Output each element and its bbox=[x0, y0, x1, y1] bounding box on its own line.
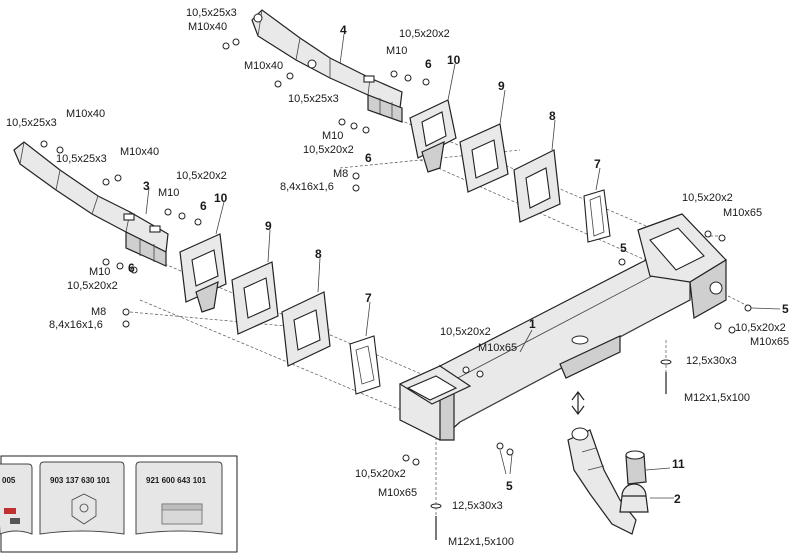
label-washer: 10,5x20x2 bbox=[176, 170, 227, 182]
label-bolt: M10x65 bbox=[478, 342, 517, 354]
part-number-4: 4 bbox=[340, 23, 347, 37]
label-nut: M10 bbox=[158, 187, 179, 199]
label-bolt-m12: M12x1,5x100 bbox=[448, 536, 514, 548]
label-washer: 10,5x20x2 bbox=[355, 468, 406, 480]
part-number-8-lower: 8 bbox=[315, 247, 322, 261]
part-number-3: 3 bbox=[143, 179, 150, 193]
label-washer-m8: 8,4x16x1,6 bbox=[49, 319, 103, 331]
label-washer: 10,5x25x3 bbox=[56, 153, 107, 165]
part-number-8-upper: 8 bbox=[549, 109, 556, 123]
label-bolt: M10x40 bbox=[66, 108, 105, 120]
part-number-2: 2 bbox=[674, 492, 681, 506]
label-bolt: M10x65 bbox=[750, 336, 789, 348]
label-washer: 10,5x25x3 bbox=[288, 93, 339, 105]
label-washer: 10,5x20x2 bbox=[399, 28, 450, 40]
info-card-2-code: 903 137 630 101 bbox=[50, 476, 111, 485]
label-washer: 10,5x20x2 bbox=[735, 322, 786, 334]
info-card-3-code: 921 600 643 101 bbox=[146, 476, 207, 485]
side-member-upper bbox=[251, 9, 403, 123]
label-bolt-m12: M12x1,5x100 bbox=[684, 392, 750, 404]
label-bolt: M10x40 bbox=[244, 60, 283, 72]
part-number-7-lower: 7 bbox=[365, 291, 372, 305]
ball-coupling bbox=[567, 391, 649, 535]
part-number-10-lower: 10 bbox=[214, 191, 228, 205]
part-number-5-far-right: 5 bbox=[782, 302, 789, 316]
label-nut: M10 bbox=[322, 130, 343, 142]
side-member-left bbox=[13, 141, 169, 267]
fastener-glyphs bbox=[40, 38, 752, 540]
label-bolt: M10x40 bbox=[120, 146, 159, 158]
label-washer-large: 12,5x30x3 bbox=[686, 355, 737, 367]
label-washer: 10,5x20x2 bbox=[440, 326, 491, 338]
part-number-5-bottom: 5 bbox=[506, 479, 513, 493]
part-number-6-left-bottom: 6 bbox=[128, 261, 135, 275]
info-card-3: 921 600 643 101 bbox=[135, 461, 223, 535]
label-bolt: M10x65 bbox=[723, 207, 762, 219]
info-card-2: 903 137 630 101 bbox=[39, 461, 125, 535]
info-card-1-code: 005 bbox=[2, 476, 16, 485]
label-washer-m8: 8,4x16x1,6 bbox=[280, 181, 334, 193]
label-nut-m8: M8 bbox=[333, 168, 348, 180]
info-cards-panel: 005 903 137 630 101 921 600 643 101 bbox=[0, 455, 238, 553]
label-nut-m8: M8 bbox=[91, 306, 106, 318]
part-number-6-left-top: 6 bbox=[200, 199, 207, 213]
part-numbers: 1 2 3 4 5 5 5 6 6 6 6 7 7 8 8 9 9 10 10 … bbox=[128, 23, 789, 506]
cross-beam bbox=[398, 213, 727, 441]
plates-upper-set bbox=[409, 99, 611, 243]
part-number-9-lower: 9 bbox=[265, 219, 272, 233]
part-number-5-right: 5 bbox=[620, 241, 627, 255]
label-washer: 10,5x25x3 bbox=[186, 7, 237, 19]
fastener-labels: 10,5x25x3 M10x40 M10x40 10,5x25x3 10,5x2… bbox=[6, 7, 789, 548]
part-number-1: 1 bbox=[529, 317, 536, 331]
label-nut: M10 bbox=[89, 266, 110, 278]
label-washer: 10,5x20x2 bbox=[67, 280, 118, 292]
part-number-6-top: 6 bbox=[425, 57, 432, 71]
label-nut: M10 bbox=[386, 45, 407, 57]
label-washer: 10,5x25x3 bbox=[6, 117, 57, 129]
leader-lines bbox=[145, 33, 781, 499]
label-washer: 10,5x20x2 bbox=[303, 144, 354, 156]
part-number-11: 11 bbox=[672, 457, 685, 471]
info-card-1: 005 bbox=[0, 463, 33, 535]
plates-lower-set bbox=[179, 233, 381, 395]
part-number-7-upper: 7 bbox=[594, 157, 601, 171]
part-number-9-upper: 9 bbox=[498, 79, 505, 93]
label-washer: 10,5x20x2 bbox=[682, 192, 733, 204]
label-bolt: M10x40 bbox=[188, 21, 227, 33]
label-bolt: M10x65 bbox=[378, 487, 417, 499]
part-number-10-upper: 10 bbox=[447, 53, 461, 67]
label-washer-large: 12,5x30x3 bbox=[452, 500, 503, 512]
part-number-6-mid: 6 bbox=[365, 151, 372, 165]
